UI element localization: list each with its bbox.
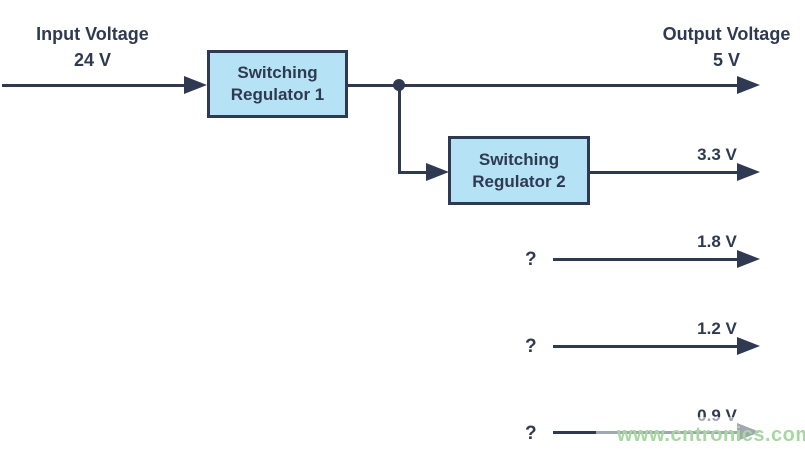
rail-1v8-arrowhead-icon	[737, 250, 760, 268]
output-voltage-value-5v: 5 V	[712, 50, 741, 70]
rail-label-1v8: 1.8 V	[697, 232, 737, 251]
rail-3v3-arrowhead-icon	[737, 163, 760, 181]
watermark-backdrop	[596, 417, 805, 450]
rail-1v2-arrow-line	[553, 345, 737, 348]
switching-regulator-2-box: Switching Regulator 2	[448, 136, 590, 205]
rail-3v3-arrow-line	[590, 171, 737, 174]
input-arrow-line	[2, 84, 184, 87]
switching-regulator-1-box: Switching Regulator 1	[207, 50, 348, 118]
regulator-1-label-line1: Switching	[237, 63, 318, 82]
rail-1v8-arrow-line	[553, 258, 737, 261]
branch-horizontal-line	[398, 171, 427, 174]
input-voltage-value: 24 V	[73, 50, 112, 70]
output-5v-arrowhead-icon	[737, 76, 760, 94]
input-voltage-header: Input Voltage 24 V	[25, 21, 160, 73]
regulator-2-label-line1: Switching	[478, 149, 560, 169]
branch-arrowhead-icon	[426, 163, 449, 181]
watermark-text: www.cntronics.com	[617, 424, 805, 446]
rail-1v8-question-mark: ?	[525, 249, 537, 270]
branch-vertical-line	[398, 85, 401, 173]
junction-dot	[393, 79, 405, 91]
output-voltage-header: Output Voltage 5 V	[655, 21, 798, 73]
input-arrowhead-icon	[184, 76, 207, 94]
regulator-2-label-line2: Regulator 2	[472, 171, 566, 191]
rail-1v2-question-mark: ?	[525, 336, 537, 357]
output-5v-arrow-line	[348, 84, 737, 87]
output-voltage-title: Output Voltage	[662, 24, 791, 44]
input-voltage-title: Input Voltage	[36, 24, 149, 44]
regulator-1-label-line2: Regulator 1	[230, 85, 325, 104]
rail-0v9-question-mark: ?	[525, 423, 537, 444]
rail-1v2-arrowhead-icon	[737, 337, 760, 355]
rail-label-1v2: 1.2 V	[697, 319, 737, 338]
rail-label-3v3: 3.3 V	[697, 145, 737, 164]
